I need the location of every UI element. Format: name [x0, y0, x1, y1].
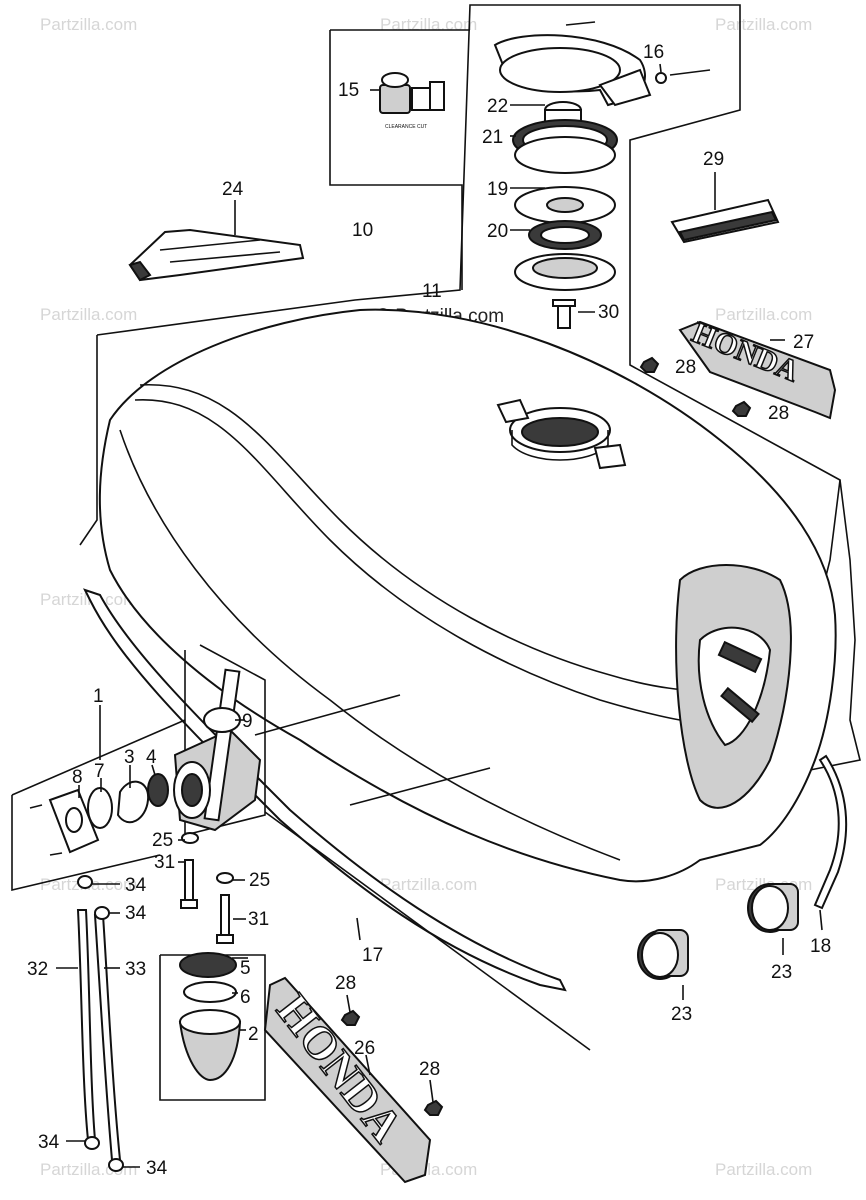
callout: 2 — [248, 1024, 259, 1045]
callout: 4 — [146, 747, 157, 768]
part-29-strip — [670, 172, 780, 244]
callout: 23 — [671, 1004, 692, 1025]
petcock-assembly — [11, 644, 591, 1101]
callouts: 1 2 3 4 5 6 7 8 9 10 11 15 16 17 18 19 2… — [27, 42, 831, 1179]
callout: 28 — [675, 357, 696, 378]
callout: 10 — [352, 220, 373, 241]
callout: 33 — [125, 959, 146, 980]
part-23-rubbers — [637, 883, 799, 1000]
callout: 29 — [703, 149, 724, 170]
part-15-bracket: CLEARANCE CUT — [370, 72, 445, 130]
callout: 27 — [793, 332, 814, 353]
watermark: Partzilla.com — [715, 15, 812, 34]
callout: 16 — [643, 42, 664, 63]
watermark: Partzilla.com — [40, 15, 137, 34]
part-26-emblem: HONDA — [263, 976, 432, 1184]
callout: 21 — [482, 127, 503, 148]
callout: 25 — [249, 870, 270, 891]
callout: 32 — [27, 959, 48, 980]
callout: 9 — [242, 711, 253, 732]
watermark: Partzilla.com — [40, 305, 137, 324]
callout: 19 — [487, 179, 508, 200]
callout: 34 — [125, 903, 147, 924]
callout: 17 — [362, 945, 383, 966]
callout: 31 — [248, 909, 269, 930]
part-18-strip — [813, 754, 848, 931]
callout: 8 — [72, 767, 83, 788]
callout: 23 — [771, 962, 792, 983]
callout: 5 — [240, 958, 251, 979]
callout: 28 — [335, 973, 356, 994]
nuts-28 — [340, 356, 752, 1116]
callout: 34 — [38, 1132, 60, 1153]
callout: 22 — [487, 96, 508, 117]
callout: 3 — [124, 747, 135, 768]
callout: 15 — [338, 80, 359, 101]
callout: 20 — [487, 221, 508, 242]
filler-cap-assembly — [493, 21, 711, 329]
callout: 31 — [154, 852, 175, 873]
callout: 25 — [152, 830, 173, 851]
watermark: Partzilla.com — [715, 305, 812, 324]
watermark: Partzilla.com — [380, 15, 477, 34]
clearance-cut-label: CLEARANCE CUT — [385, 124, 427, 130]
fuel-tubes — [56, 875, 140, 1172]
watermark: Partzilla.com — [380, 875, 477, 894]
callout: 6 — [240, 987, 251, 1008]
fuel-tank — [98, 308, 837, 883]
callout: 18 — [810, 936, 831, 957]
callout: 11 — [422, 281, 442, 302]
watermark: Partzilla.com — [715, 1160, 812, 1179]
callout: 30 — [598, 302, 619, 323]
callout: 28 — [768, 403, 789, 424]
tank-group-outline — [79, 4, 861, 771]
callout: 26 — [354, 1038, 375, 1059]
callout: 1 — [93, 686, 104, 707]
emblem-left-text: HONDA — [267, 985, 413, 1151]
callout: 24 — [222, 179, 244, 200]
part-24-mount — [128, 200, 305, 282]
callout: 7 — [94, 761, 105, 782]
callout: 34 — [125, 875, 147, 896]
callout: 28 — [419, 1059, 440, 1080]
callout: 34 — [146, 1158, 168, 1179]
